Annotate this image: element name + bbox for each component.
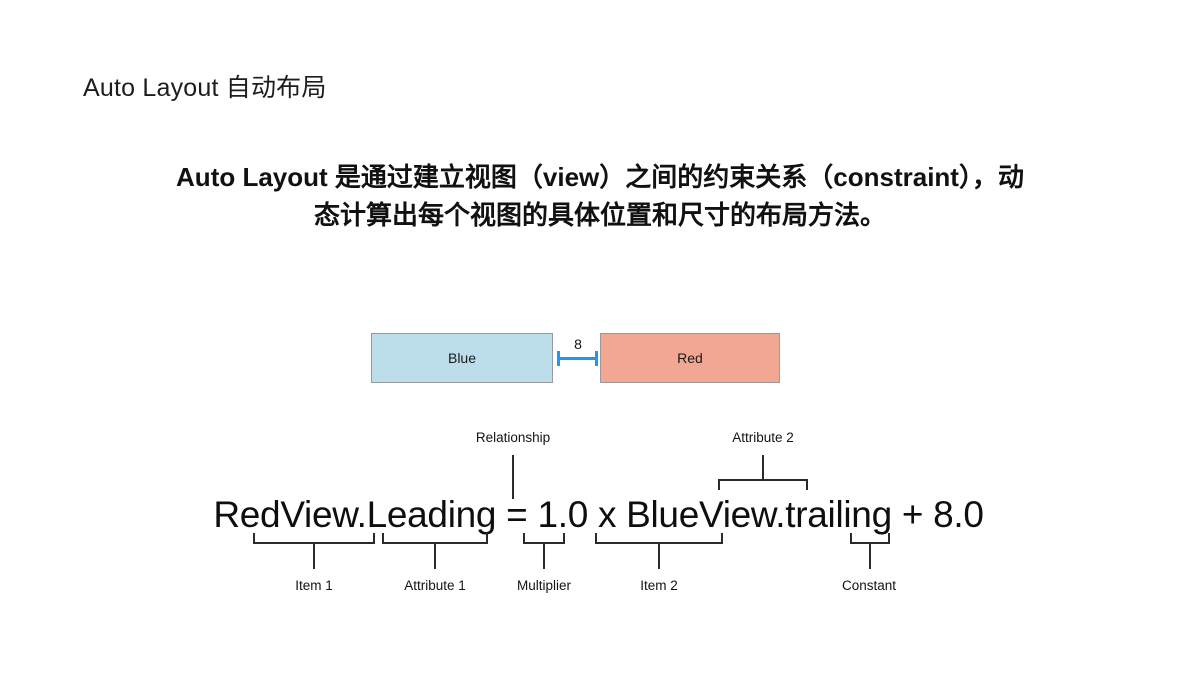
attribute-1-leader-line bbox=[434, 543, 436, 569]
spacing-cap-right-icon bbox=[595, 351, 598, 366]
item-1-leader-line bbox=[313, 543, 315, 569]
spacing-bar-icon bbox=[559, 357, 597, 360]
subtitle-line-1: Auto Layout 是通过建立视图（view）之间的约束关系（constra… bbox=[176, 162, 1024, 192]
multiplier-leader-line bbox=[543, 543, 545, 569]
spacing-value-label: 8 bbox=[574, 336, 582, 352]
annotation-label-multiplier: Multiplier bbox=[516, 578, 572, 593]
constant-leader-line bbox=[869, 543, 871, 569]
relationship-leader-line bbox=[512, 455, 514, 499]
red-view-box: Red bbox=[600, 333, 780, 383]
item-2-leader-line bbox=[658, 543, 660, 569]
constraint-formula: RedView.Leading = 1.0 x BlueView.trailin… bbox=[213, 494, 984, 535]
red-view-label: Red bbox=[677, 350, 703, 366]
annotation-label-attribute-1: Attribute 1 bbox=[404, 578, 466, 593]
page-title: Auto Layout 自动布局 bbox=[83, 74, 327, 102]
annotation-label-constant: Constant bbox=[841, 578, 897, 593]
subtitle-line-2: 态计算出每个视图的具体位置和尺寸的布局方法。 bbox=[313, 200, 886, 230]
annotation-label-relationship: Relationship bbox=[475, 430, 551, 445]
annotation-label-item-2: Item 2 bbox=[640, 578, 678, 593]
annotation-label-attribute-2: Attribute 2 bbox=[732, 430, 794, 445]
blue-view-label: Blue bbox=[447, 350, 477, 366]
spacing-cap-left-icon bbox=[557, 351, 560, 366]
blue-view-box: Blue bbox=[371, 333, 553, 383]
annotation-label-item-1: Item 1 bbox=[295, 578, 333, 593]
attribute-2-leader-line bbox=[762, 455, 764, 480]
attribute-2-bracket bbox=[718, 479, 808, 490]
slide-subtitle: Auto Layout 是通过建立视图（view）之间的约束关系（constra… bbox=[170, 158, 1030, 234]
